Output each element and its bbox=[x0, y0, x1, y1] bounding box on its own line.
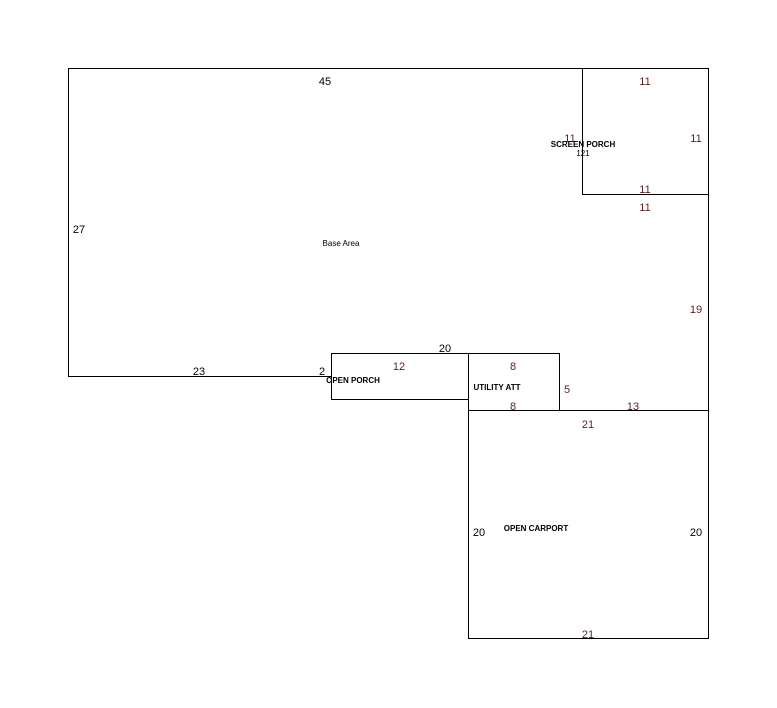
base-notch-top-dimension: 11 bbox=[639, 202, 650, 214]
open-carport-label: OPEN CARPORT bbox=[504, 524, 569, 533]
screen-porch-bottom-dimension: 11 bbox=[639, 184, 650, 196]
carport-left-dimension: 20 bbox=[473, 527, 485, 539]
open-porch-inner-top-dimension: 12 bbox=[393, 361, 405, 373]
base-bottom-step-dimension: 2 bbox=[319, 366, 325, 378]
carport-top-dimension: 21 bbox=[582, 419, 594, 431]
screen-porch-left-dimension: 11 bbox=[564, 133, 575, 145]
open-porch-label: OPEN PORCH bbox=[326, 376, 380, 385]
screen-porch-outline bbox=[582, 68, 709, 195]
screen-porch-label: SCREEN PORCH bbox=[551, 140, 616, 149]
base-right-dimension: 19 bbox=[690, 304, 702, 316]
base-bottom-left-dimension: 23 bbox=[193, 366, 205, 378]
screen-porch-right-dimension: 11 bbox=[690, 133, 701, 145]
carport-bottom-dimension: 21 bbox=[582, 629, 594, 641]
base-right-lower-dimension: 13 bbox=[627, 401, 639, 413]
base-area-outline bbox=[68, 68, 709, 411]
open-porch-top-dimension: 20 bbox=[439, 343, 451, 355]
carport-right-dimension: 20 bbox=[690, 527, 702, 539]
utility-top-dimension: 8 bbox=[510, 361, 516, 373]
open-carport-outline bbox=[468, 410, 709, 639]
screen-porch-sqft: 121 bbox=[576, 149, 590, 158]
utility-label: UTILITY ATT bbox=[474, 383, 521, 392]
base-area-label: Base Area bbox=[323, 239, 360, 248]
base-left-dimension: 27 bbox=[73, 224, 85, 236]
base-top-dimension: 45 bbox=[319, 76, 331, 88]
screen-porch-top-dimension: 11 bbox=[639, 76, 650, 88]
utility-bottom-dimension: 8 bbox=[510, 401, 516, 413]
utility-right-dimension: 5 bbox=[564, 384, 570, 396]
